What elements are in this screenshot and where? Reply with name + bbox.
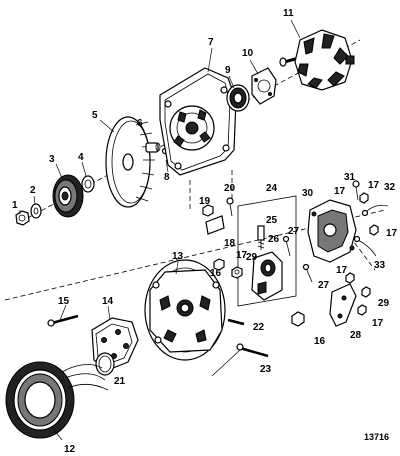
callout-20: 20: [224, 183, 236, 194]
callout-31: 31: [344, 172, 356, 183]
brush-part-25-26: [257, 225, 265, 250]
callout-14: 14: [102, 296, 114, 307]
retainer-plate-part-10: [251, 67, 277, 105]
bolt-part-22: [227, 318, 245, 326]
callout-25: 25: [266, 215, 278, 226]
drive-end-frame-part-7: [159, 67, 237, 176]
callout-30: 30: [302, 188, 314, 199]
callout-1: 1: [12, 200, 18, 211]
collar-part-6: [145, 142, 161, 153]
callout-17-b: 17: [334, 186, 346, 197]
callout-24: 24: [266, 183, 278, 194]
regulator-part-30: [307, 199, 357, 263]
nut-part-17-lower: [345, 272, 355, 284]
callout-17-d: 17: [386, 228, 398, 239]
housing-part-13: [144, 259, 226, 361]
callout-29-b: 29: [378, 298, 390, 309]
lead-part-32: [361, 204, 389, 217]
callout-6: 6: [137, 118, 143, 129]
callout-16-a: 16: [210, 268, 222, 279]
callout-22: 22: [253, 322, 265, 333]
nut-part-19: [202, 204, 214, 217]
callout-18: 18: [224, 238, 236, 249]
callout-26: 26: [268, 234, 280, 245]
callout-19: 19: [199, 196, 211, 207]
lead-part-33: [353, 235, 377, 257]
nut-part-17-29: [231, 266, 243, 279]
callout-17-c: 17: [368, 180, 380, 191]
callout-29-a: 29: [246, 252, 258, 263]
nut-part-16b: [291, 311, 305, 327]
callout-labels: 1 2 3 4 5 6 7 8 9 10 11 12 13 14 15 16 1…: [12, 8, 398, 455]
callout-32: 32: [384, 182, 396, 193]
callout-4: 4: [78, 152, 84, 163]
callout-2: 2: [30, 185, 36, 196]
callout-7: 7: [208, 37, 214, 48]
callout-28: 28: [350, 330, 362, 341]
callout-10: 10: [242, 48, 254, 59]
callout-3: 3: [49, 154, 55, 165]
callout-27-a: 27: [288, 226, 300, 237]
callout-16-b: 16: [314, 336, 326, 347]
pulley-part-3: [52, 174, 84, 218]
callout-8: 8: [164, 172, 170, 183]
leader-lines: [19, 19, 301, 441]
nut-part-16a: [213, 258, 225, 271]
o-ring-part-21: [95, 352, 115, 376]
screw-part-27b: [302, 263, 313, 283]
stator-part-12: [5, 361, 109, 439]
nut-part-17-bottom: [357, 304, 367, 316]
insulator-part-18: [205, 215, 225, 235]
callout-17-f: 17: [372, 318, 384, 329]
callout-21: 21: [114, 376, 126, 387]
through-bolt-part-23: [236, 343, 269, 358]
nut-part-1: [15, 210, 30, 226]
callout-12: 12: [64, 444, 76, 455]
nut-part-17-right-2: [369, 224, 379, 236]
brush-holder-body: [251, 251, 283, 301]
nut-part-17-right-1: [359, 192, 369, 204]
callout-13: 13: [172, 251, 184, 262]
callout-17-e: 17: [336, 265, 348, 276]
callout-17-a: 17: [236, 250, 248, 261]
callout-33: 33: [374, 260, 386, 271]
nut-part-29-lower: [361, 286, 371, 298]
callout-23: 23: [260, 364, 272, 375]
screw-part-27a: [282, 235, 291, 257]
washer-part-2: [30, 203, 42, 219]
spacer-part-4: [81, 175, 95, 193]
bracket-part-28: [329, 283, 357, 327]
lower-axis-line: [4, 209, 386, 301]
screw-part-31: [352, 180, 360, 201]
screw-part-20: [226, 197, 234, 217]
callout-11: 11: [283, 8, 294, 19]
screw-part-15: [47, 314, 79, 327]
callout-9: 9: [225, 65, 231, 76]
callout-15: 15: [58, 296, 70, 307]
callout-5: 5: [92, 110, 98, 121]
fan-part-5: [105, 116, 155, 208]
callout-27-b: 27: [318, 280, 330, 291]
rotor-part-11: [279, 29, 355, 91]
figure-reference-number: 13716: [364, 432, 389, 442]
bearing-part-9: [226, 84, 250, 112]
